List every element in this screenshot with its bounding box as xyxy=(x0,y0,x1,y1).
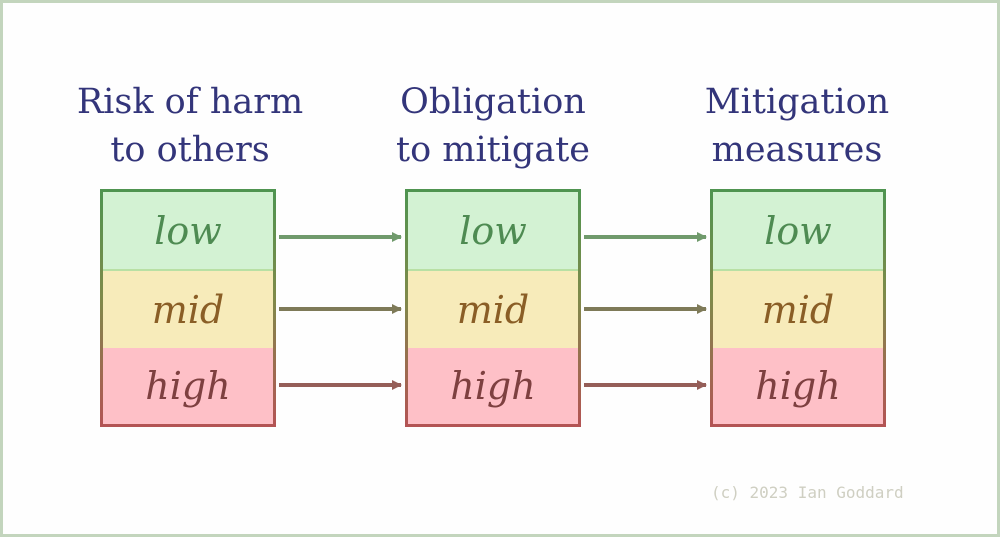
level-mid: mid xyxy=(408,271,578,348)
level-stack-obligation: low mid high xyxy=(405,189,581,427)
heading-line: measures xyxy=(711,130,883,170)
level-low: low xyxy=(408,192,578,271)
level-mid: mid xyxy=(103,271,273,348)
level-high: high xyxy=(713,348,883,424)
arrows-column2-to-column3 xyxy=(584,232,707,390)
level-high: high xyxy=(408,348,578,424)
level-mid: mid xyxy=(713,271,883,348)
heading-line: Mitigation xyxy=(704,82,890,122)
level-low: low xyxy=(713,192,883,271)
level-stack-risk: low mid high xyxy=(100,189,276,427)
column-heading-measures: Mitigation measures xyxy=(667,78,927,174)
arrows-column1-to-column2 xyxy=(279,232,402,390)
heading-line: Obligation xyxy=(400,82,586,122)
column-heading-obligation: Obligation to mitigate xyxy=(363,78,623,174)
level-high: high xyxy=(103,348,273,424)
arrows-layer xyxy=(279,232,707,390)
heading-line: to others xyxy=(110,130,270,170)
heading-line: Risk of harm xyxy=(76,82,304,122)
column-heading-risk: Risk of harm to others xyxy=(60,78,320,174)
level-stack-measures: low mid high xyxy=(710,189,886,427)
heading-line: to mitigate xyxy=(396,130,590,170)
level-low: low xyxy=(103,192,273,271)
copyright-credit: (c) 2023 Ian Goddard xyxy=(711,483,904,502)
